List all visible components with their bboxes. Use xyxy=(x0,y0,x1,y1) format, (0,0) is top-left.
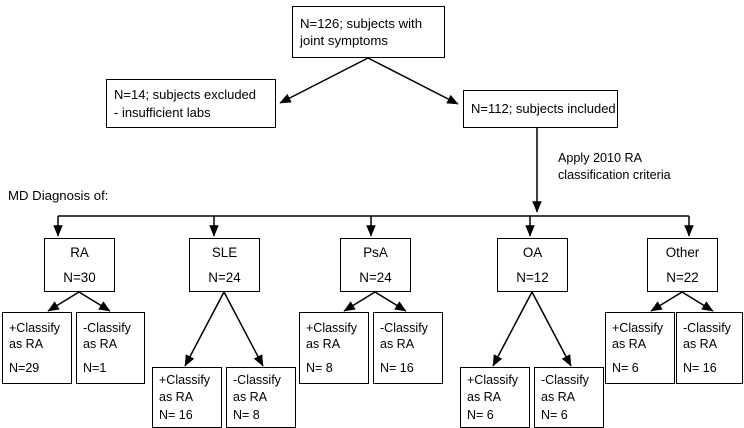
connector-top-to-included xyxy=(367,57,459,105)
node-other-classify-positive-line2: as RA xyxy=(612,337,647,352)
node-psa-classify-positive-line1: +Classify xyxy=(306,320,358,335)
node-other-classify-negative-line2: as RA xyxy=(683,337,718,352)
node-psa-classify-negative-count: N= 16 xyxy=(380,360,414,375)
node-ra-classify-positive-count: N=29 xyxy=(9,360,40,375)
node-other-classify-negative: -Classify as RA N= 16 xyxy=(676,312,743,384)
node-oa-classify-positive-line2: as RA xyxy=(467,389,502,404)
node-ra-classify-positive: +Classify as RA N=29 xyxy=(2,312,72,384)
node-group-sle-name: SLE xyxy=(211,244,238,260)
node-sle-classify-positive-count: N= 16 xyxy=(159,407,193,422)
node-sle-classify-positive: +Classify as RA N= 16 xyxy=(152,367,222,428)
connector-ra-positive xyxy=(47,291,80,312)
connector-oa-positive xyxy=(492,291,533,367)
node-excluded: N=14; subjects excluded - insufficient l… xyxy=(106,79,276,128)
node-ra-classify-positive-line1: +Classify xyxy=(9,320,61,335)
node-group-psa: PsA N=24 xyxy=(340,238,411,292)
connector-top-to-excluded xyxy=(279,57,369,104)
node-psa-classify-negative-line2: as RA xyxy=(380,337,415,352)
node-psa-classify-positive-count: N= 8 xyxy=(306,360,333,375)
connector-other-positive xyxy=(650,291,683,312)
apply-criteria-note-line2: classification criteria xyxy=(558,167,671,182)
connector-sle-negative xyxy=(223,291,264,367)
node-group-other-name: Other xyxy=(665,244,700,260)
node-group-other-count: N=22 xyxy=(666,269,699,285)
node-ra-classify-negative-line1: -Classify xyxy=(83,320,131,335)
connector-ra-negative xyxy=(78,291,111,312)
node-oa-classify-positive-count: N= 6 xyxy=(467,407,494,422)
node-oa-classify-positive-line1: +Classify xyxy=(467,373,519,387)
node-psa-classify-negative-line1: -Classify xyxy=(380,320,428,335)
node-group-oa: OA N=12 xyxy=(497,238,568,292)
node-group-oa-count: N=12 xyxy=(516,269,549,285)
node-group-psa-count: N=24 xyxy=(359,269,392,285)
node-ra-classify-negative-line2: as RA xyxy=(83,337,118,352)
apply-criteria-note: Apply 2010 RA classification criteria xyxy=(558,150,671,183)
node-sle-classify-positive-line1: +Classify xyxy=(159,373,211,387)
node-group-ra-count: N=30 xyxy=(63,269,96,285)
connector-sle-positive xyxy=(184,291,225,367)
node-sle-classify-negative-line1: -Classify xyxy=(233,373,281,387)
connector-psa-negative xyxy=(374,291,407,312)
node-oa-classify-negative-count: N= 6 xyxy=(541,407,568,422)
node-group-other: Other N=22 xyxy=(647,238,718,292)
node-sle-classify-negative-line2: as RA xyxy=(233,389,268,404)
node-group-ra: RA N=30 xyxy=(44,238,115,292)
node-group-sle: SLE N=24 xyxy=(189,238,260,292)
node-sle-classify-negative: -Classify as RA N= 8 xyxy=(226,367,296,428)
node-excluded-line1: N=14; subjects excluded xyxy=(114,87,257,103)
node-other-classify-positive: +Classify as RA N= 6 xyxy=(605,312,675,384)
node-psa-classify-negative: -Classify as RA N= 16 xyxy=(373,312,443,384)
node-sle-classify-positive-line2: as RA xyxy=(159,389,194,404)
node-oa-classify-negative-line1: -Classify xyxy=(541,373,589,387)
node-oa-classify-negative: -Classify as RA N= 6 xyxy=(534,367,604,428)
node-included-line1: N=112; subjects included xyxy=(471,101,616,117)
connector-other-negative xyxy=(681,291,714,312)
node-included: N=112; subjects included xyxy=(463,90,618,128)
node-other-classify-positive-count: N= 6 xyxy=(612,360,639,375)
apply-criteria-note-line1: Apply 2010 RA xyxy=(558,151,643,165)
node-psa-classify-positive: +Classify as RA N= 8 xyxy=(299,312,369,384)
node-other-classify-positive-line1: +Classify xyxy=(612,320,664,335)
node-oa-classify-positive: +Classify as RA N= 6 xyxy=(460,367,530,428)
node-group-sle-count: N=24 xyxy=(208,269,241,285)
connector-oa-negative xyxy=(531,291,572,367)
node-sle-classify-negative-count: N= 8 xyxy=(233,407,260,422)
node-group-ra-name: RA xyxy=(70,244,89,260)
node-ra-classify-negative-count: N=1 xyxy=(83,360,107,375)
node-ra-classify-negative: -Classify as RA N=1 xyxy=(76,312,145,384)
node-excluded-line2: - insufficient labs xyxy=(114,104,211,120)
node-oa-classify-negative-line2: as RA xyxy=(541,389,576,404)
connector-psa-positive xyxy=(343,291,376,312)
node-group-oa-name: OA xyxy=(522,244,543,260)
node-total-subjects-line2: joint symptoms xyxy=(300,33,388,48)
node-other-classify-negative-line1: -Classify xyxy=(683,320,731,335)
node-psa-classify-positive-line2: as RA xyxy=(306,337,341,352)
node-ra-classify-positive-line2: as RA xyxy=(9,337,44,352)
node-total-subjects-line1: N=126; subjects with xyxy=(300,15,423,31)
node-other-classify-negative-count: N= 16 xyxy=(683,360,717,375)
node-total-subjects: N=126; subjects with joint symptoms xyxy=(292,6,445,58)
md-diagnosis-label: MD Diagnosis of: xyxy=(8,188,109,203)
node-group-psa-name: PsA xyxy=(363,244,388,260)
